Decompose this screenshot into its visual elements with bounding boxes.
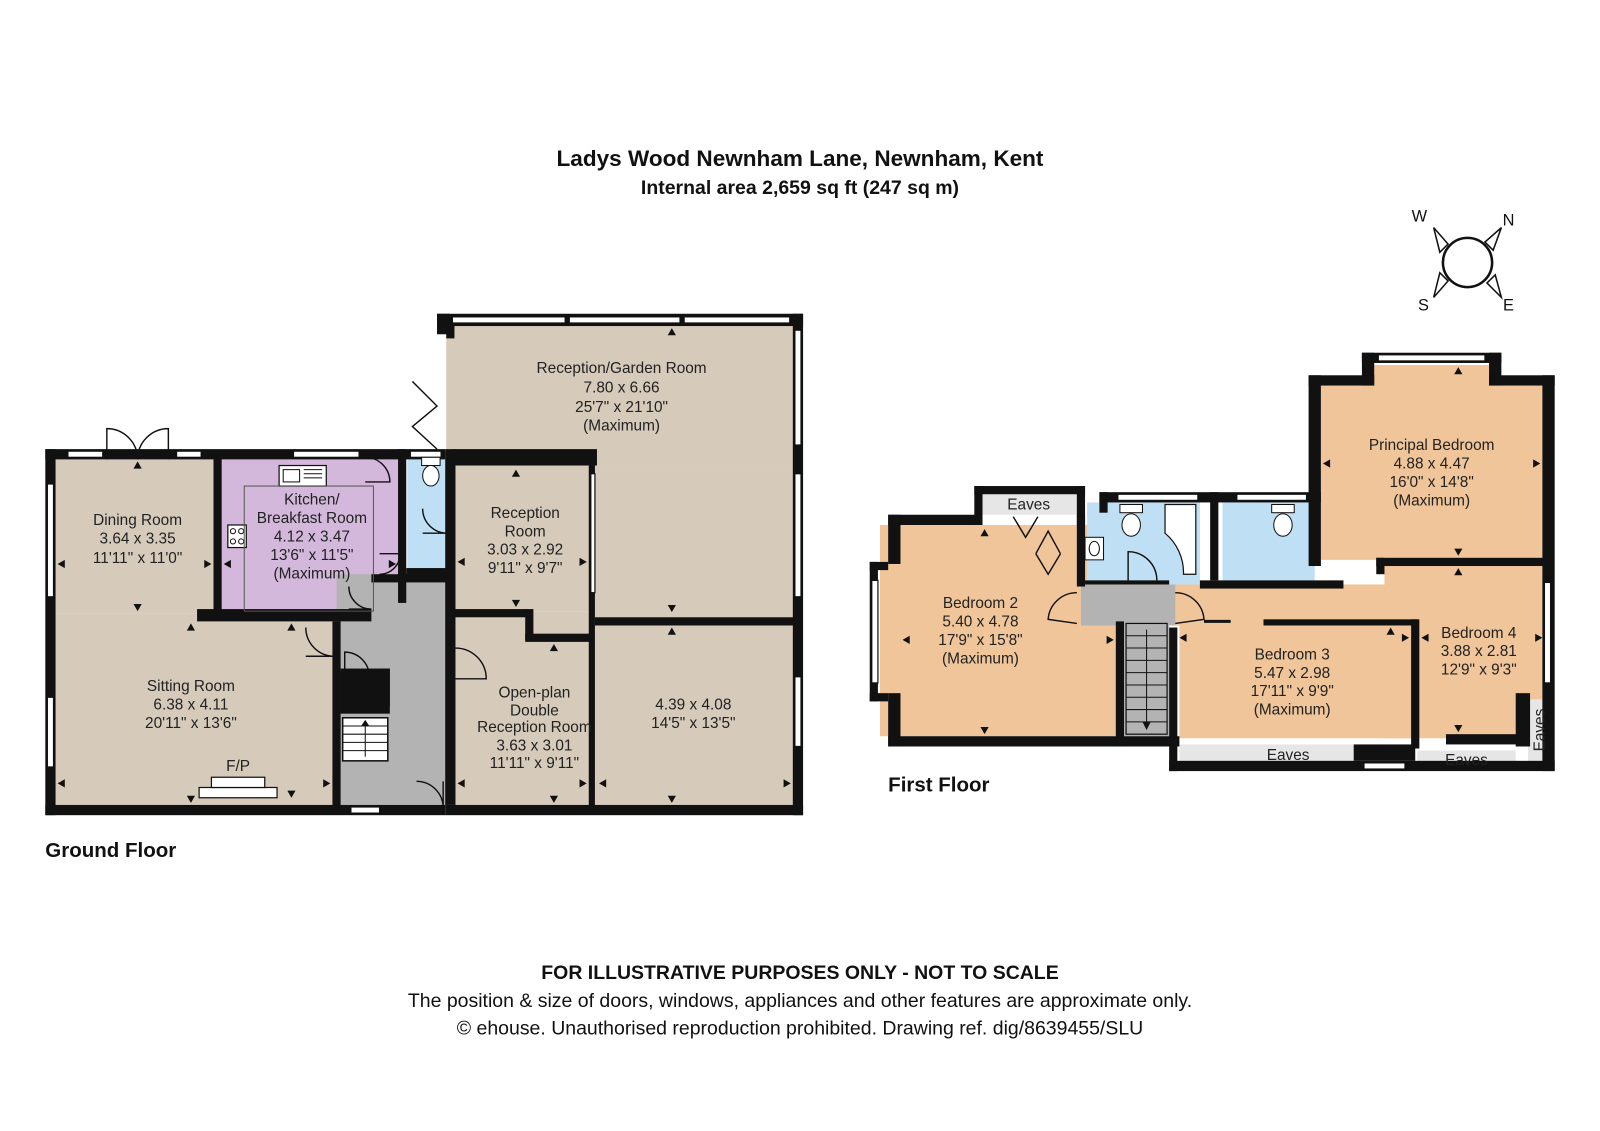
disclaimer-heading: FOR ILLUSTRATIVE PURPOSES ONLY - NOT TO … [541,962,1058,984]
reception-garden-room-imperial: 25'7" x 21'10" [575,399,668,416]
compass-west-label: W [1412,207,1428,225]
dining-room-name: Dining Room [93,512,182,529]
compass-east-label: E [1503,297,1514,315]
footer: FOR ILLUSTRATIVE PURPOSES ONLY - NOT TO … [408,962,1192,1039]
ground-room-labels: Reception/Garden Room 7.80 x 6.66 25'7" … [93,360,736,775]
first-dimension-markers [902,367,1543,759]
principal-bedroom-imperial: 16'0" x 14'8" [1389,474,1473,491]
bathroom-fixtures [1084,503,1295,575]
bedroom-4-name: Bedroom 4 [1441,625,1517,642]
reception-garden-room-lower-area [592,465,795,624]
dining-room-area [55,457,218,614]
kitchen-metric: 4.12 x 3.47 [274,528,350,545]
kitchen-note: (Maximum) [273,565,350,582]
hob-icon [227,524,247,549]
compass-rose-icon [1432,227,1503,300]
open-plan-room-name-line1: Open-plan [499,684,571,701]
eaves-label-side: Eaves [1531,708,1548,751]
bedroom-4-metric: 3.88 x 2.81 [1441,643,1517,660]
open-plan-room-name-line3: Reception Room [477,719,592,736]
open-plan-room-area [453,611,795,805]
first-floor-label: First Floor [888,774,989,797]
basin-icon [1084,536,1105,561]
open-plan-right-metric: 4.39 x 4.08 [655,697,731,714]
open-plan-right-imperial: 14'5" x 13'5" [651,715,735,732]
first-floor-plan: Eaves Eaves Eaves Eaves Principal Bedroo… [869,352,1555,797]
header: Ladys Wood Newnham Lane, Newnham, Kent I… [557,146,1044,199]
first-room-labels: Eaves Eaves Eaves Eaves Principal Bedroo… [938,437,1548,769]
eaves-top [980,492,1079,515]
fireplace-label: F/P [226,758,250,775]
dining-room-imperial: 11'11" x 11'0" [93,550,182,567]
plan-subtitle: Internal area 2,659 sq ft (247 sq m) [641,177,959,199]
first-staircase [1125,622,1168,735]
plan-title: Ladys Wood Newnham Lane, Newnham, Kent [557,146,1044,171]
kitchen-fixtures [227,464,374,612]
kitchen-sink-icon [278,464,327,487]
reception-room-metric: 3.03 x 2.92 [487,542,563,559]
bedroom-3-imperial: 17'11" x 9'9" [1251,683,1334,700]
reception-room-area [453,465,593,612]
ground-floor-label: Ground Floor [45,839,176,862]
bedroom-3-area [1179,584,1416,739]
sitting-room-metric: 6.38 x 4.11 [153,697,228,714]
first-landing-grey [1080,584,1176,626]
open-plan-room-name-line2: Double [510,703,559,720]
reception-room-imperial: 9'11" x 9'7" [488,560,563,577]
disclaimer-text: The position & size of doors, windows, a… [408,990,1192,1012]
ground-staircase [341,717,389,762]
bedroom-2-imperial: 17'9" x 15'8" [938,632,1022,649]
kitchen-imperial: 13'6" x 11'5" [270,547,353,564]
eaves-label-top: Eaves [1007,497,1050,514]
reception-garden-room-note: (Maximum) [583,418,660,435]
bedroom-2-metric: 5.40 x 4.78 [942,614,1018,631]
compass-south-label: S [1418,297,1429,315]
principal-bedroom-area [1320,365,1543,560]
shower-room-area [1222,502,1315,581]
open-plan-room-metric: 3.63 x 3.01 [496,738,572,755]
bedroom-3-name: Bedroom 3 [1255,646,1330,663]
ground-floor-doors [106,380,487,809]
compass-north-label: N [1503,212,1515,230]
sitting-room-imperial: 20'11" x 13'6" [145,715,237,732]
reception-room-name-line2: Room [505,523,546,540]
principal-bedroom-metric: 4.88 x 4.47 [1394,456,1470,473]
eaves-label-bottom-left: Eaves [1267,747,1310,764]
ground-dimension-markers [57,328,791,803]
toilet-icon [421,456,441,487]
copyright-text: © ehouse. Unauthorised reproduction proh… [457,1018,1143,1040]
open-plan-room-imperial: 11'11" x 9'11" [490,755,579,772]
fireplace-icon [198,776,278,799]
bath-icon [1164,503,1197,575]
sitting-room-area [55,613,337,805]
reception-garden-room-metric: 7.80 x 6.66 [584,380,660,397]
eaves-label-bottom-right: Eaves [1445,752,1488,769]
toilet-icon [1119,503,1143,514]
reception-room-name-line1: Reception [491,505,560,522]
kitchen-name-line2: Breakfast Room [257,510,367,527]
sitting-room-name: Sitting Room [147,678,235,695]
first-floor-doors [1012,516,1231,625]
first-floor-walls [869,352,1555,772]
kitchen-name-line1: Kitchen/ [284,491,340,508]
reception-garden-room-upper-area [446,326,795,466]
compass: W N S E [1412,207,1515,314]
principal-bedroom-name: Principal Bedroom [1369,437,1495,454]
first-floor-windows [871,354,1552,770]
principal-bedroom-note: (Maximum) [1393,493,1470,510]
ensuite-toilet-icon [1271,503,1295,514]
ground-floor-plan: Reception/Garden Room 7.80 x 6.66 25'7" … [45,313,804,862]
bedroom-3-metric: 5.47 x 2.98 [1254,665,1330,682]
reception-garden-room-name: Reception/Garden Room [537,360,707,377]
bedroom-2-note: (Maximum) [942,650,1019,667]
bedroom-4-imperial: 12'9" x 9'3" [1441,662,1517,679]
bedroom-3-note: (Maximum) [1254,702,1331,719]
bedroom-2-name: Bedroom 2 [943,595,1018,612]
dining-room-metric: 3.64 x 3.35 [100,530,176,547]
